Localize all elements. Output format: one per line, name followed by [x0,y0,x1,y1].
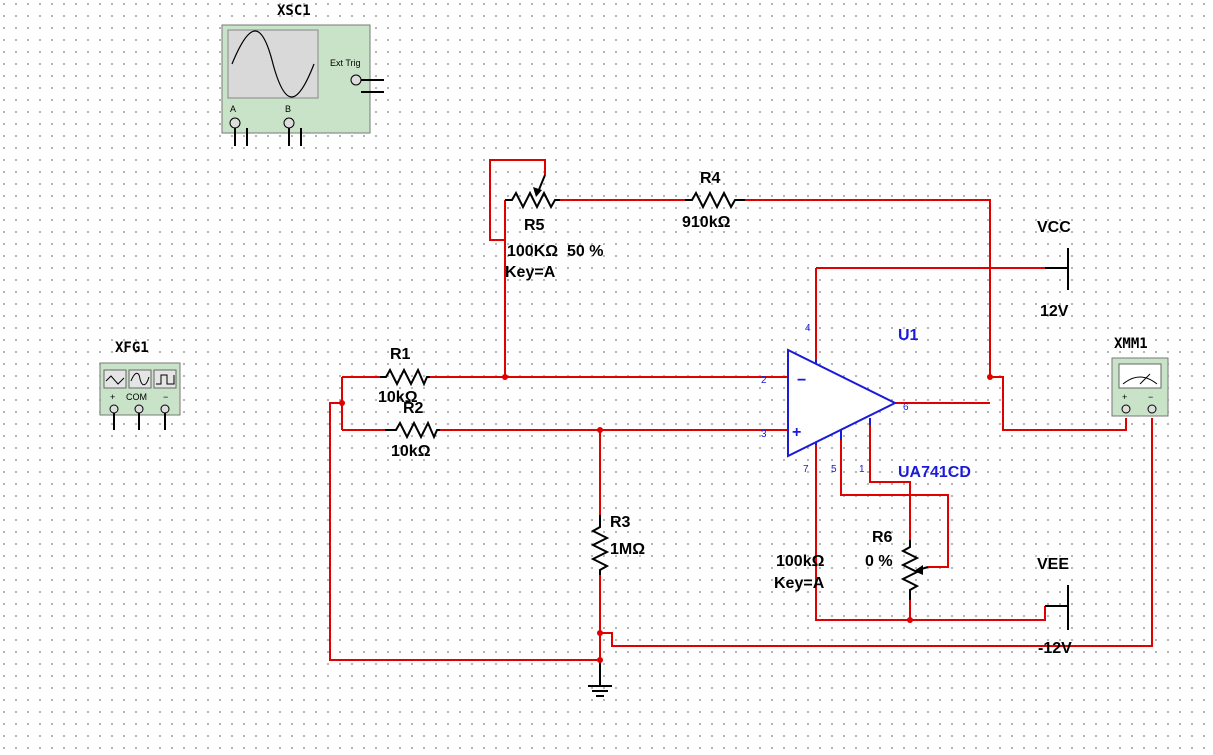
vcc-value: 12V [1040,303,1069,320]
multimeter-name: XMM1 [1114,336,1148,352]
r2-name: R2 [403,400,424,417]
r4-value: 910kΩ [682,214,731,231]
square-button-icon[interactable] [153,369,177,389]
vcc-name: VCC [1037,219,1071,236]
mm-plus-label: + [1122,392,1127,402]
resistor-r1[interactable]: R1 10kΩ [378,346,430,406]
r3-value: 1MΩ [610,541,645,558]
wiper-arrow-icon [533,187,542,197]
r1-value: 10kΩ [378,389,418,406]
opamp-name: U1 [898,327,919,344]
r3-name: R3 [610,514,631,531]
sine-button-icon[interactable] [103,369,127,389]
multimeter-xmm1[interactable]: XMM1 + − [1111,336,1169,417]
pin-4-label: 4 [805,323,811,334]
r2-value: 10kΩ [391,443,431,460]
pin-6-label: 6 [903,402,909,413]
channel-a-label: A [230,104,236,114]
ext-trig-label: Ext Trig [330,58,361,68]
oscilloscope-xsc1[interactable]: XSC1 Ext Trig A B [221,3,384,146]
pin-7-label: 7 [803,464,809,475]
r6-percent: 0 % [865,553,893,570]
resistor-r2[interactable]: R2 10kΩ [385,400,440,460]
meter-dial-icon [1118,363,1162,389]
junctions [339,374,993,663]
pin-5-label: 5 [831,464,837,475]
vee-name: VEE [1037,556,1069,573]
resistor-r5[interactable]: R5 100KΩ 50 % Key=A [505,174,603,281]
r1-name: R1 [390,346,411,363]
fg-com-label: COM [126,392,147,402]
fg-minus-terminal[interactable] [160,404,170,414]
wires [329,159,1153,685]
r5-name: R5 [524,217,545,234]
r5-key: Key=A [505,264,556,281]
pin-3-label: 3 [761,429,767,440]
pin-2-label: 2 [761,375,767,386]
r4-name: R4 [700,170,721,187]
function-generator-name: XFG1 [115,340,149,356]
pin-1-label: 1 [859,464,865,475]
r6-value: 100kΩ [776,553,825,570]
vee-value: -12V [1038,640,1072,657]
fg-plus-label: + [110,392,115,402]
channel-a-terminal[interactable] [229,117,241,129]
fg-plus-terminal[interactable] [109,404,119,414]
wiper-arrow-icon [914,565,923,575]
opamp-part: UA741CD [898,464,971,481]
opamp-triangle[interactable] [787,348,898,458]
resistor-r6[interactable]: R6 100kΩ 0 % Key=A [774,529,929,600]
r6-name: R6 [872,529,893,546]
fg-com-terminal[interactable] [134,404,144,414]
mm-minus-label: − [1148,392,1153,402]
r6-key: Key=A [774,575,825,592]
inverting-input-sign: − [797,372,806,389]
channel-b-terminal[interactable] [283,117,295,129]
fg-minus-label: − [163,392,168,402]
supply-vee[interactable]: VEE -12V [1037,556,1072,657]
resistor-r4[interactable]: R4 910kΩ [682,170,745,231]
supply-vcc[interactable]: VCC 12V [1037,219,1071,320]
channel-b-label: B [285,104,291,114]
ground-symbol[interactable] [588,685,612,697]
opamp-u1[interactable]: − + 2 3 4 6 7 5 1 U1 UA741CD [761,323,971,481]
r5-value: 100KΩ 50 % [507,243,603,260]
oscilloscope-name: XSC1 [277,3,311,19]
noninverting-input-sign: + [792,424,801,441]
mm-plus-terminal[interactable] [1121,404,1131,414]
function-generator-xfg1[interactable]: XFG1 + COM − [99,340,181,430]
mm-minus-terminal[interactable] [1147,404,1157,414]
sine-wave-icon [231,30,315,98]
ext-trig-terminal[interactable] [350,74,362,86]
resistor-r3[interactable]: R3 1MΩ [590,514,645,575]
